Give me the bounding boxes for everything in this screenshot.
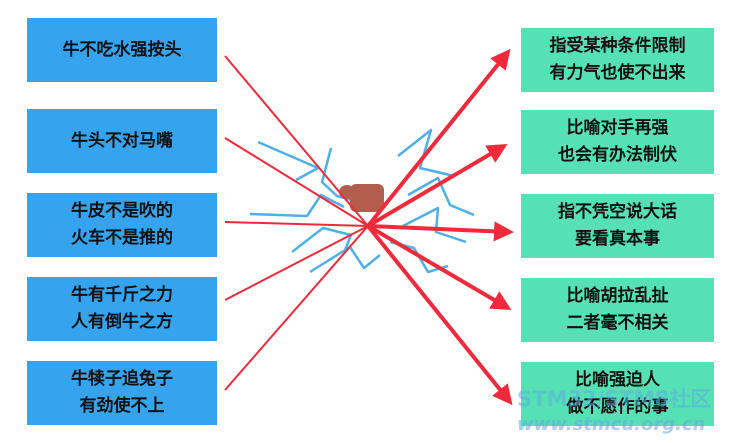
right-box-1-line-2: 有力气也使不出来	[549, 63, 686, 83]
right-box-2-line-1: 比喻对手再强	[566, 118, 669, 138]
right-box-3-line-2: 要看真本事	[575, 229, 660, 249]
left-box-4-line-2: 人有倒牛之方	[71, 312, 173, 332]
left-box-3: 牛皮不是吹的 火车不是推的	[27, 193, 217, 257]
left-box-2-line-1: 牛头不对马嘴	[71, 130, 173, 151]
right-arrows	[366, 48, 514, 406]
left-box-4-line-1: 牛有千斤之力	[71, 285, 173, 305]
right-box-5-line-1: 比喻强迫人	[575, 370, 660, 390]
right-box-2-line-2: 也会有办法制伏	[558, 145, 677, 165]
right-box-5-line-2: 做不愿作的事	[566, 397, 669, 417]
left-box-2: 牛头不对马嘴	[27, 109, 217, 173]
left-box-5: 牛犊子追兔子 有劲使不上	[27, 361, 217, 425]
doodle-lines	[249, 128, 475, 274]
right-box-3: 指不凭空说大话 要看真本事	[521, 194, 714, 258]
right-box-4-line-1: 比喻胡拉乱扯	[566, 286, 669, 306]
right-box-1-line-1: 指受某种条件限制	[549, 36, 686, 56]
watermark-line-1: STM32/STM8社区	[517, 387, 712, 411]
watermark-line-2: www.stmcu.org.cn	[517, 414, 706, 435]
right-box-3-line-1: 指不凭空说大话	[558, 202, 677, 222]
left-box-5-line-2: 有劲使不上	[79, 396, 165, 416]
right-box-4-line-2: 二者毫不相关	[566, 313, 669, 333]
left-box-1-line-1: 牛不吃水强按头	[62, 39, 182, 60]
watermark: STM32/STM8社区 www.stmcu.org.cn	[517, 385, 747, 441]
right-box-1: 指受某种条件限制 有力气也使不出来	[521, 28, 714, 92]
left-box-5-line-1: 牛犊子追兔子	[71, 369, 173, 389]
left-box-1: 牛不吃水强按头	[27, 18, 217, 82]
right-box-2: 比喻对手再强 也会有办法制伏	[521, 110, 714, 174]
right-box-4: 比喻胡拉乱扯 二者毫不相关	[521, 278, 714, 342]
left-connectors	[224, 55, 369, 391]
left-box-3-line-2: 火车不是推的	[71, 228, 173, 248]
left-box-4: 牛有千斤之力 人有倒牛之方	[27, 277, 217, 341]
right-box-5: 比喻强迫人 做不愿作的事	[521, 362, 714, 426]
left-box-3-line-1: 牛皮不是吹的	[71, 201, 173, 221]
